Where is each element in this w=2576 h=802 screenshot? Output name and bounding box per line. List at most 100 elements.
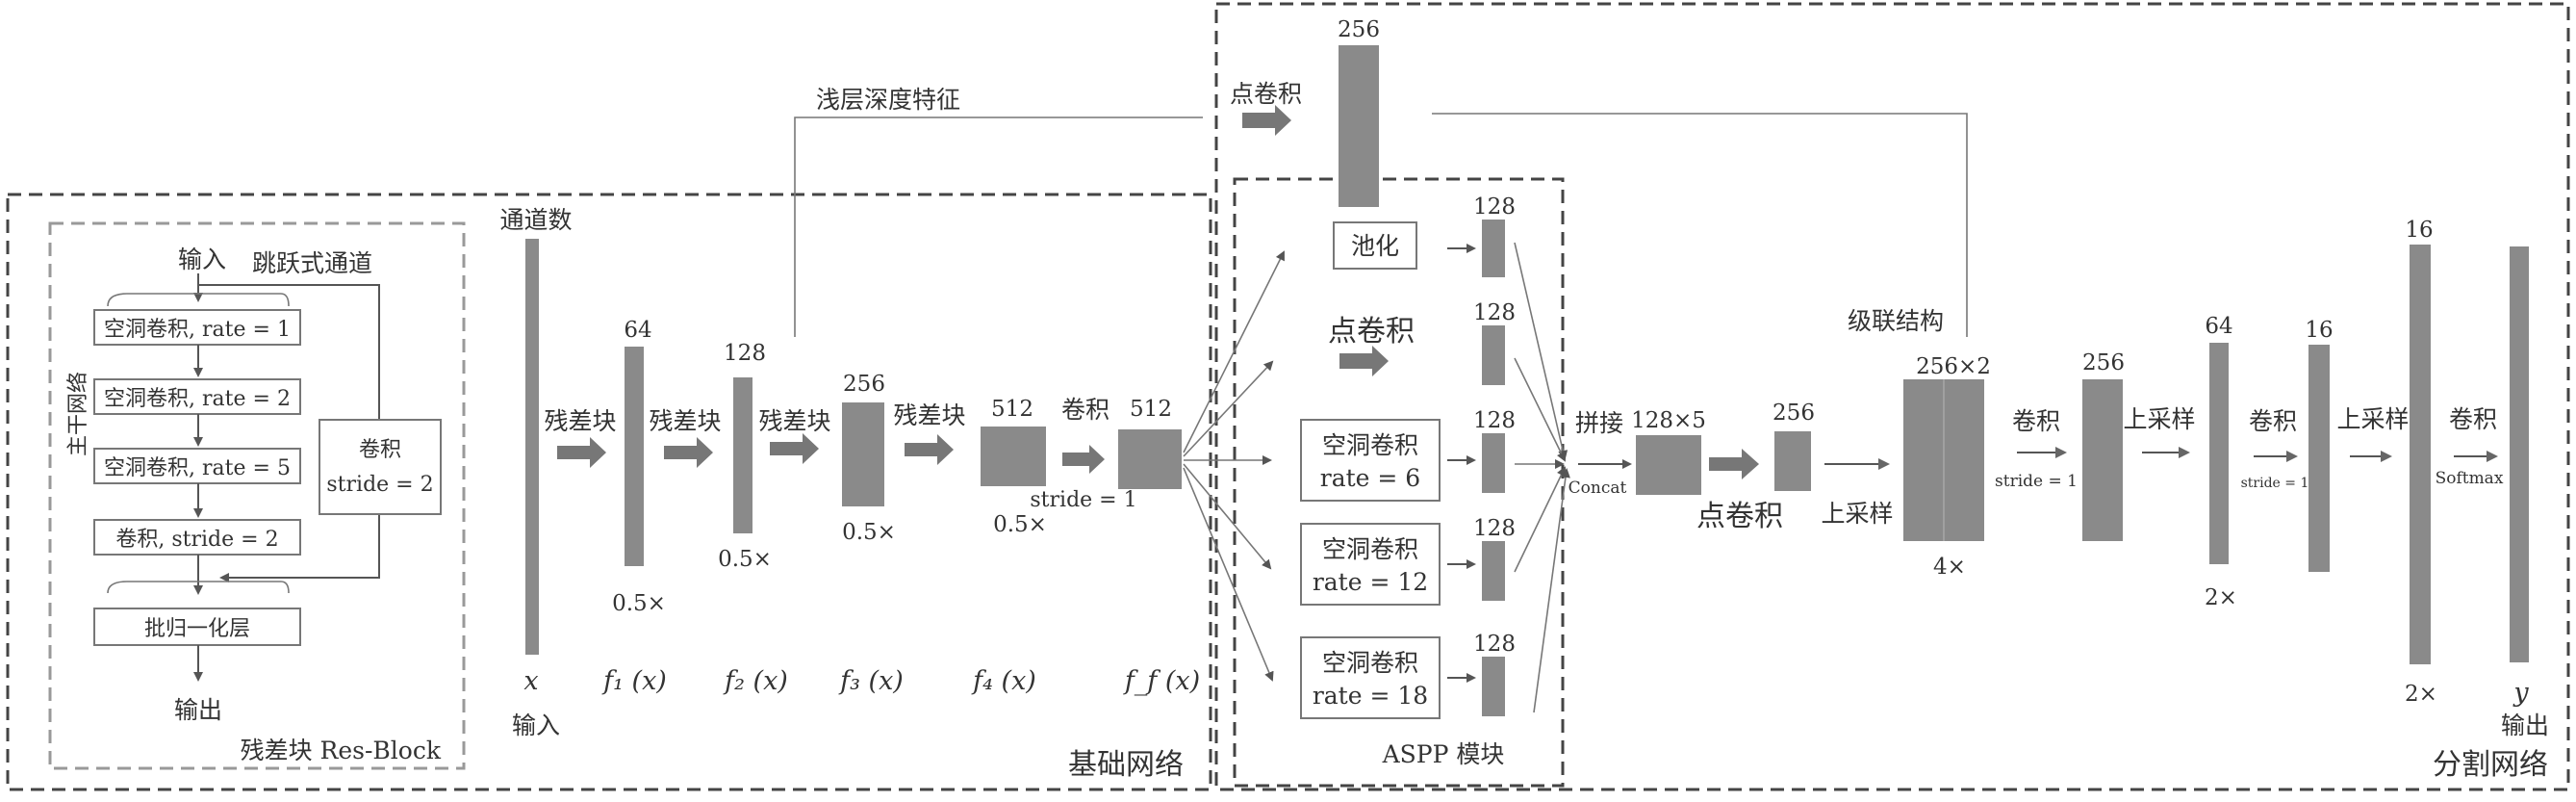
- conv-stride2-label: 卷积, stride = 2: [115, 528, 278, 552]
- atrous-conv-rate5-label: 空洞卷积, rate = 5: [104, 456, 291, 480]
- res-block: 输入 跳跃式通道 空洞卷积, rate = 1 空洞卷积, rate = 2 空…: [66, 246, 442, 764]
- res-input-label: 输入: [178, 246, 226, 273]
- conv-seg-stride: stride = 1: [1995, 472, 2078, 491]
- ff-symbol: f_f (x): [1123, 666, 1200, 696]
- res-block-frame: [48, 221, 466, 770]
- pool-branch-bar: [1482, 220, 1505, 277]
- pooling-label: 池化: [1351, 232, 1399, 260]
- side-conv-stride-label: stride = 2: [326, 473, 433, 497]
- channels-label: 通道数: [499, 206, 572, 234]
- cascade-scale: 4×: [1933, 555, 1966, 580]
- pointconv-label: 点卷积: [1328, 315, 1415, 349]
- rate6-branch-channels: 128: [1473, 408, 1516, 433]
- pointconv-seg-channels: 256: [1773, 401, 1815, 426]
- fat-arrow: [905, 434, 954, 465]
- concat-cn-label: 拼接: [1575, 409, 1623, 437]
- atrous-rate12-title: 空洞卷积: [1322, 535, 1418, 563]
- output-label: 输出: [2501, 711, 2549, 739]
- f3-scale: 0.5×: [842, 520, 896, 545]
- cascade-path: [1432, 113, 1968, 337]
- f3-feature-bar: [842, 402, 884, 506]
- res-output-label: 输出: [174, 696, 222, 724]
- segmentation-network-title: 分割网络: [2433, 748, 2548, 782]
- pointconv-seg-label: 点卷积: [1696, 500, 1783, 533]
- f3-symbol: f₃ (x): [838, 666, 904, 696]
- arrow: [1514, 242, 1569, 460]
- res-block-label-3: 残差块: [758, 407, 830, 435]
- segmentation-network: 拼接 Concat 128×5 点卷积 256 上采样 级联结构 256×2 4…: [1569, 218, 2549, 782]
- atrous-conv-rate2-box: [93, 378, 301, 415]
- atrous-conv-rate1-box: [93, 309, 301, 346]
- upsample3-scale: 2×: [2405, 682, 2437, 707]
- backbone-label: 主干网络: [66, 372, 90, 456]
- atrous-conv-rate2-label: 空洞卷积, rate = 2: [104, 387, 291, 411]
- x-symbol: x: [523, 666, 538, 696]
- branch-brace: [107, 293, 290, 307]
- atrous-rate6-label: rate = 6: [1320, 464, 1420, 492]
- cascade-channels: 256×2: [1916, 354, 1991, 379]
- merge-brace: [107, 581, 290, 594]
- upsample2-scale: 2×: [2205, 585, 2237, 610]
- pointconv-top-label: 点卷积: [1230, 80, 1302, 108]
- skip-connection-label: 跳跃式通道: [252, 249, 372, 277]
- atrous-rate12-box: [1300, 523, 1441, 606]
- f2-channels: 128: [724, 341, 766, 366]
- upsample-label-3: 上采样: [2336, 405, 2409, 433]
- upsample3-bar: [2410, 245, 2431, 664]
- f4-scale: 0.5×: [993, 512, 1047, 537]
- shallow-feature-label: 浅层深度特征: [816, 86, 960, 114]
- pooling-box: [1333, 221, 1417, 270]
- concat-channels: 128×5: [1631, 408, 1706, 433]
- fat-arrow: [1709, 449, 1759, 479]
- fat-arrow: [770, 433, 819, 464]
- f2-symbol: f₂ (x): [723, 666, 788, 696]
- pool-branch-channels: 128: [1473, 194, 1516, 220]
- fat-arrow: [557, 437, 606, 468]
- output-bar: [2510, 246, 2529, 662]
- atrous-conv-rate5-box: [93, 448, 301, 484]
- upsample-label-1: 上采样: [1821, 500, 1893, 528]
- pointconv-top-channels: 256: [1338, 17, 1380, 42]
- conv2-label: 卷积: [2249, 407, 2297, 435]
- conv-seg-label: 卷积: [2012, 407, 2060, 435]
- conv-seg-bar: [2082, 379, 2123, 541]
- concat-en-label: Concat: [1569, 479, 1627, 498]
- conv2-channels: 16: [2305, 318, 2333, 343]
- input-label: 输入: [512, 711, 560, 739]
- pointconv-top-bar: [1339, 45, 1379, 207]
- rate18-branch-bar: [1482, 657, 1505, 716]
- fat-arrow: [1339, 346, 1389, 376]
- ff-channels: 512: [1130, 397, 1172, 422]
- conv2-bar: [2308, 345, 2330, 572]
- base-network: 通道数 残差块 64 0.5× 残差块 128 0.5× 残差块 256 0.5…: [499, 206, 1200, 782]
- base-network-frame: [6, 193, 1212, 791]
- pointconv-seg-bar: [1774, 431, 1811, 491]
- rate12-branch-bar: [1482, 541, 1505, 601]
- f4-channels: 512: [991, 397, 1033, 422]
- rate12-branch-channels: 128: [1473, 516, 1516, 541]
- fat-arrow: [664, 437, 713, 468]
- f1-feature-bar: [625, 347, 644, 566]
- res-block-label-4: 残差块: [893, 401, 965, 429]
- softmax-label: Softmax: [2436, 469, 2504, 488]
- atrous-rate12-label: rate = 12: [1313, 568, 1428, 596]
- input-feature-bar: [525, 239, 539, 655]
- atrous-rate6-box: [1300, 419, 1441, 502]
- conv-stride1-label: stride = 1: [1030, 488, 1136, 512]
- atrous-rate18-label: rate = 18: [1313, 682, 1428, 710]
- f2-feature-bar: [733, 377, 752, 533]
- f1-symbol: f₁ (x): [601, 666, 667, 696]
- f1-channels: 64: [624, 318, 651, 343]
- ff-feature-bar: [1118, 429, 1182, 489]
- arrow: [1183, 463, 1272, 570]
- conv-seg-channels: 256: [2082, 350, 2125, 375]
- batch-norm-label: 批归一化层: [144, 617, 250, 641]
- rate18-branch-channels: 128: [1473, 632, 1516, 657]
- conv3-label: 卷积: [2449, 405, 2497, 433]
- pointconv-branch-channels: 128: [1473, 300, 1516, 325]
- batch-norm-box: [93, 608, 301, 646]
- atrous-rate18-title: 空洞卷积: [1322, 649, 1418, 677]
- fat-arrow: [1242, 105, 1291, 136]
